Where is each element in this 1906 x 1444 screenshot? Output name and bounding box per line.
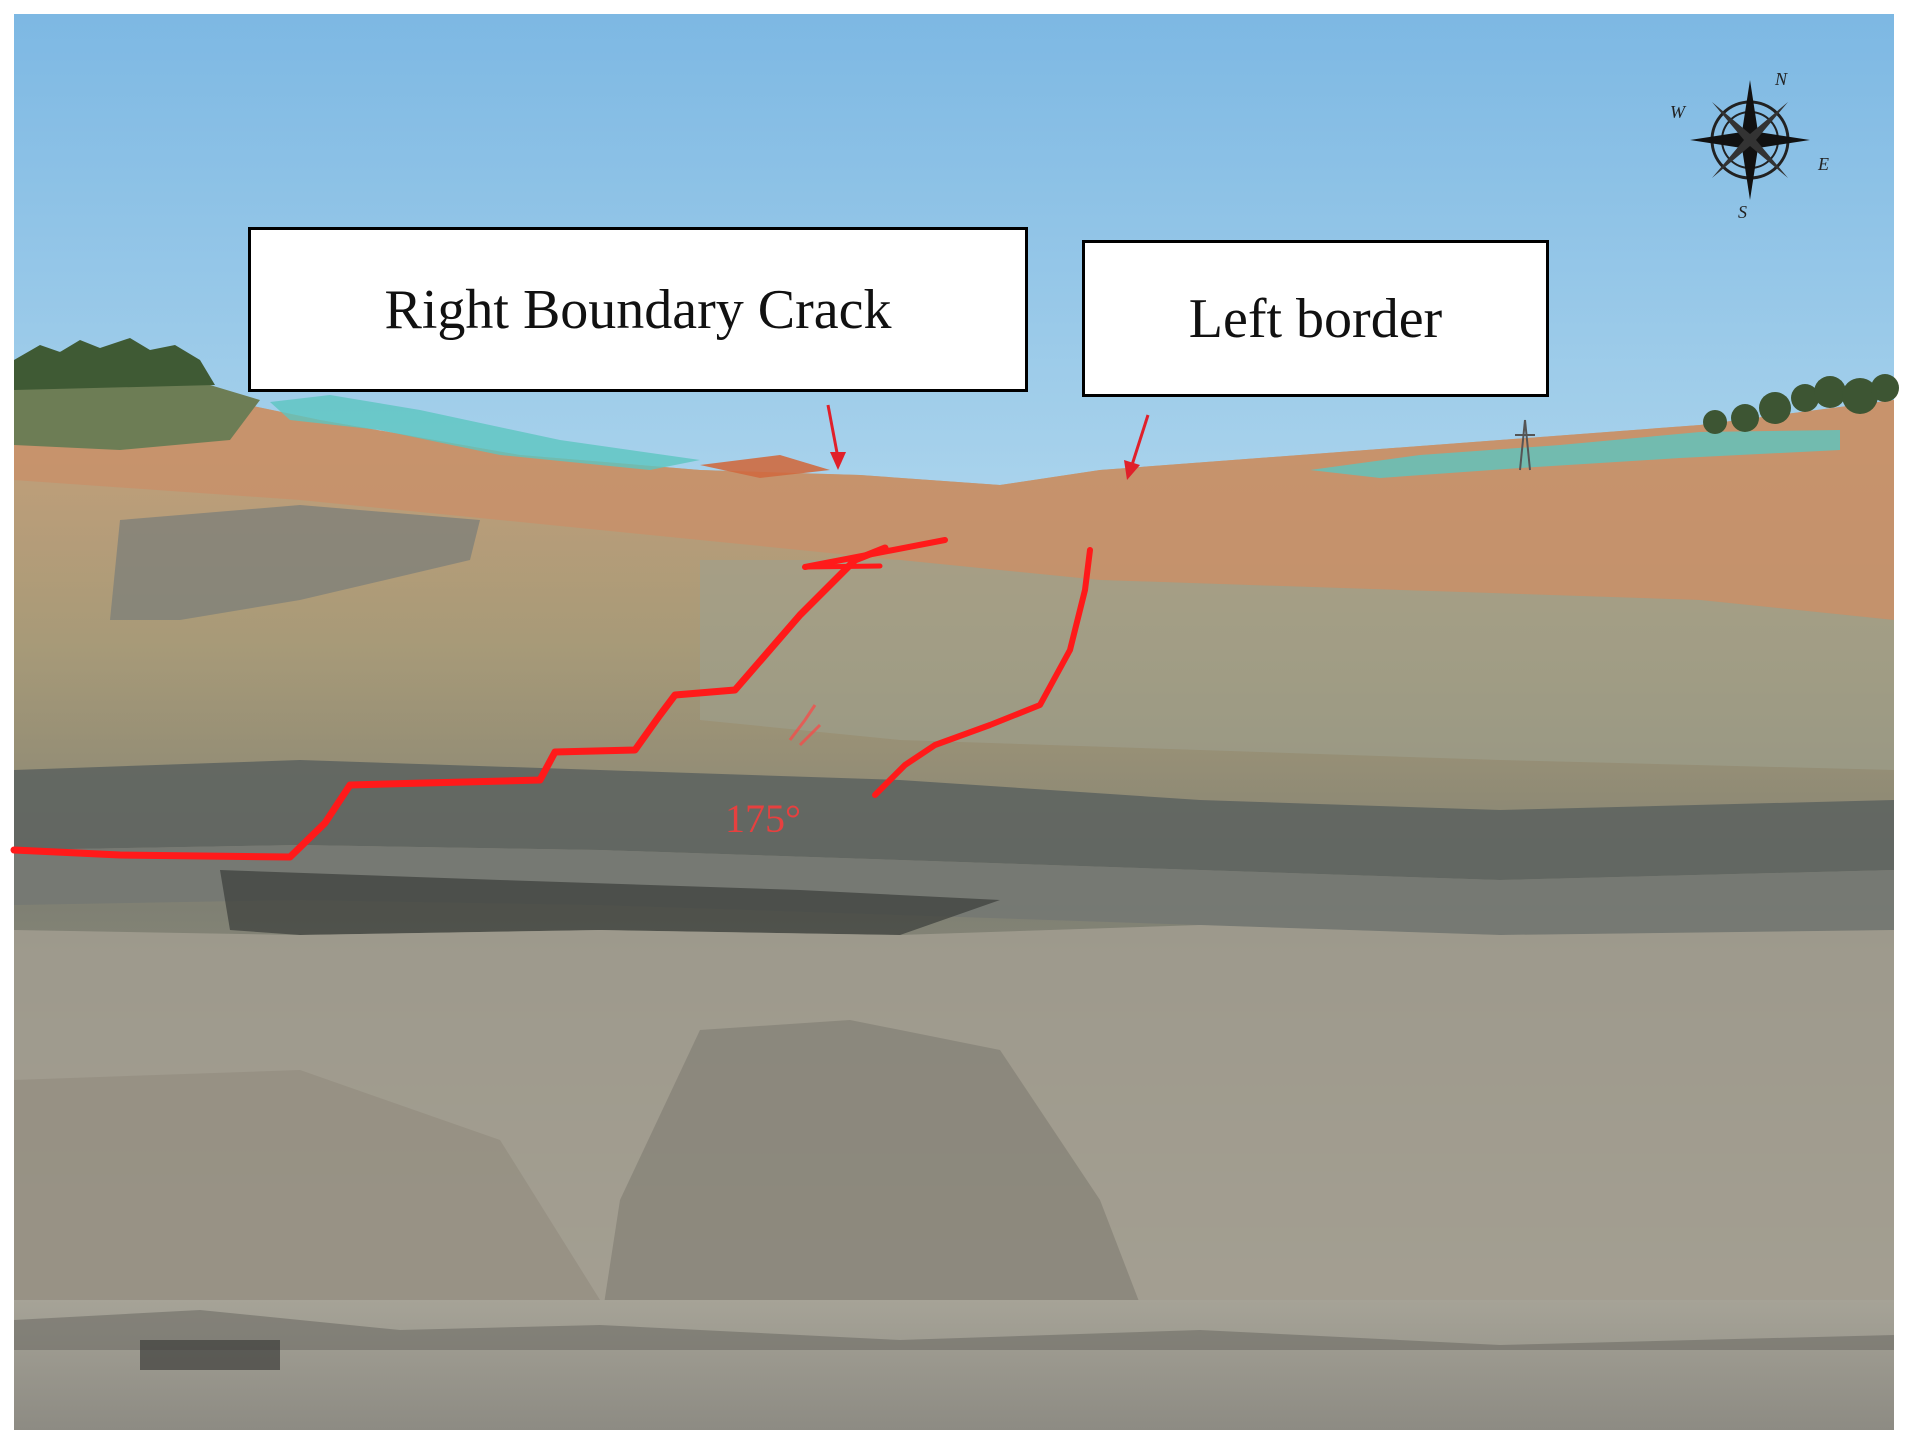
compass-west: W [1670,102,1687,122]
compass-north: N [1774,69,1788,89]
arrow-left-border [1130,414,1150,466]
crack-top-branch [802,537,948,570]
arrow-right-crack [826,404,840,459]
dust-net-left [270,395,700,470]
left-border-crack-line [872,547,1093,798]
bench-2 [14,845,1894,935]
dust-net-right [1310,430,1840,478]
power-pylon [1515,419,1535,471]
compass-rose-icon: N S E W [1670,69,1829,222]
right-boundary-crack-label: Right Boundary Crack [248,227,1028,392]
right-trees [1703,374,1899,434]
angle-annotation: 175° [725,796,801,841]
mid-grey-face [110,505,480,620]
right-boundary-crack-line [10,544,889,861]
compass-south: S [1738,202,1747,222]
pit-floor [14,1300,1894,1430]
upper-soil-band [14,385,1894,620]
crack-top-horizontal [802,563,883,570]
bench-dark-streak [220,870,1000,935]
bench-1 [14,760,1894,880]
dip-mark [788,704,822,747]
left-border-label: Left border [1082,240,1549,397]
compass-east: E [1817,154,1829,174]
